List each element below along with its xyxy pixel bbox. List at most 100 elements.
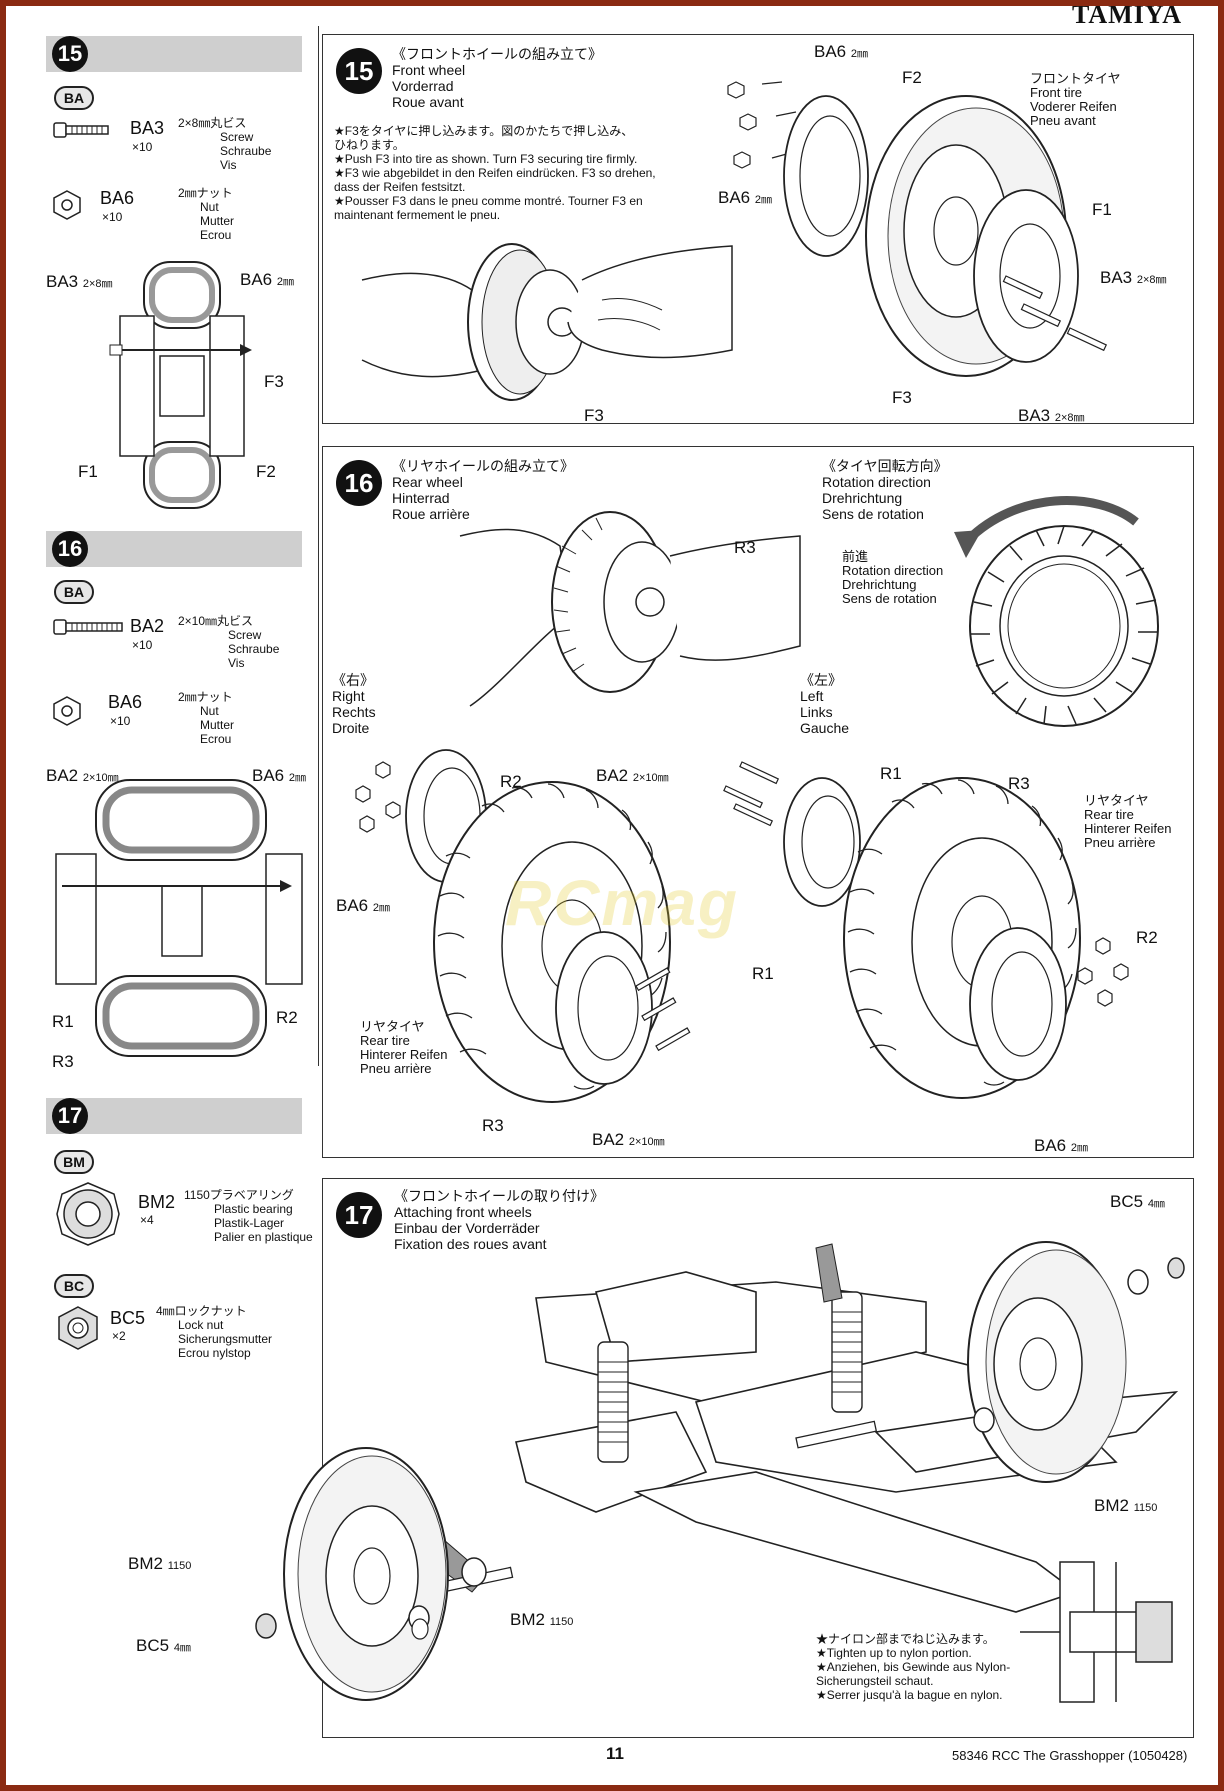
panel15-instructions: ★F3をタイヤに押し込みます。図のかたちで押し込み、 ひねります。 ★Push … [334, 124, 656, 222]
title-fr: Roue arrière [392, 506, 470, 522]
label-ba2-top: BA2 2×10㎜ [596, 766, 669, 785]
diagram-label-ba2: BA2 2×10㎜ [46, 766, 119, 785]
diagram-label-f3: F3 [264, 372, 284, 391]
right-rear-wheel-exploded-illustration [355, 749, 691, 1103]
part-desc-bc5: 4㎜ロックナット Lock nut Sicherungsmutter Ecrou… [156, 1304, 272, 1360]
left-rear-wheel-exploded-illustration [723, 761, 1129, 1099]
part-code-bm2: BM2 [138, 1192, 176, 1212]
nut-icon [53, 190, 81, 220]
rotation-direction-title: 《タイヤ回転方向》 Rotation direction Drehrichtun… [822, 458, 948, 522]
part-name-fr: Vis [228, 656, 245, 670]
chassis-front-wheels-illustration [255, 1241, 1185, 1703]
lock-nut-icon [58, 1306, 98, 1350]
title-en: Attaching front wheels [394, 1204, 532, 1220]
step16-badge: 16 [52, 531, 88, 567]
page-number: 11 [606, 1744, 624, 1763]
rear-tire-label-left: リヤタイヤ Rear tire Hinterer Reifen Pneu arr… [1084, 793, 1172, 850]
part-size-jp: 2×8㎜丸ビス [178, 116, 247, 130]
label-ba3-right: BA3 2×8㎜ [1100, 268, 1167, 287]
part-name-fr: Ecrou [200, 732, 232, 746]
part-name-en: Nut [200, 200, 219, 214]
part-qty-ba2: ×10 [132, 638, 153, 652]
label-bm2-center: BM2 1150 [510, 1610, 574, 1629]
label-r3-right: R3 [482, 1116, 504, 1135]
diagram-label-ba6: BA6 2㎜ [252, 766, 306, 785]
label-bm2-left: BM2 1150 [128, 1554, 192, 1573]
rear-tire-label-right: リヤタイヤ Rear tire Hinterer Reifen Pneu arr… [360, 1019, 448, 1076]
label-r1-left: R1 [880, 764, 902, 783]
part-name-fr: Vis [220, 158, 237, 172]
step17-bag-bm: BM [54, 1150, 94, 1174]
part-name-fr: Ecrou [200, 228, 232, 242]
label-r2-left: R2 [1136, 928, 1158, 947]
panel15-title: 《フロントホイールの組み立て》 Front wheel Vorderrad Ro… [392, 46, 602, 110]
screw-icon [53, 619, 123, 635]
panel17-nylon-note: ★ナイロン部までねじ込みます。 ★Tighten up to nylon por… [816, 1632, 1011, 1702]
label-f3: F3 [892, 388, 912, 407]
step15-badge: 15 [52, 36, 88, 72]
panel15-badge: 15 [336, 48, 382, 94]
label-f2: F2 [902, 68, 922, 87]
diagram-label-f2: F2 [256, 462, 276, 481]
diagram-label-ba6: BA6 2㎜ [240, 270, 294, 289]
nut-icon [53, 696, 81, 726]
front-tire-label: フロントタイヤ Front tire Voderer Reifen Pneu a… [1030, 71, 1121, 128]
label-r2-right: R2 [500, 772, 522, 791]
watermark: RCmag [504, 867, 740, 939]
hands-pushing-tire-illustration [361, 243, 733, 401]
part-name-en: Screw [220, 130, 254, 144]
part-name-de: Mutter [200, 718, 235, 732]
part-desc-ba6: 2㎜ナット Nut Mutter Ecrou [178, 186, 234, 242]
part-qty-bm2: ×4 [140, 1213, 154, 1227]
part-code-ba3: BA3 [130, 118, 165, 138]
left-side-label: 《左》 Left Links Gauche [800, 672, 850, 736]
step17-bag-bc: BC [54, 1274, 94, 1298]
part-code-ba6: BA6 [108, 692, 143, 712]
title-en: Front wheel [392, 62, 466, 78]
label-f1: F1 [1092, 200, 1112, 219]
title-de: Hinterrad [392, 490, 450, 506]
label-r1-right: R1 [752, 964, 774, 983]
title-de: Vorderrad [392, 78, 454, 94]
part-name-fr: Ecrou nylstop [178, 1346, 251, 1360]
forward-label: 前進 Rotation direction Drehrichtung Sens … [842, 549, 944, 606]
part-desc-bm2: 1150プラベアリング Plastic bearing Plastik-Lage… [184, 1188, 313, 1244]
step15-header-bar [46, 36, 302, 72]
front-wheel-cross-section-diagram [109, 261, 252, 509]
part-size-jp: 1150プラベアリング [184, 1188, 294, 1202]
diagram-label-r3: R3 [52, 1052, 74, 1071]
part-name-en: Screw [228, 628, 262, 642]
step16-header-bar [46, 531, 302, 567]
step16-bag-label: BA [54, 580, 94, 604]
panel16-title: 《リヤホイールの組み立て》 Rear wheel Hinterrad Roue … [392, 458, 574, 522]
title-de: Einbau der Vorderräder [394, 1220, 540, 1236]
part-name-en: Nut [200, 704, 219, 718]
title-fr: Fixation des roues avant [394, 1236, 547, 1252]
part-size-jp: 2㎜ナット [178, 186, 233, 200]
front-wheel-exploded-illustration [727, 81, 1108, 377]
label-f3-hands: F3 [584, 406, 604, 425]
part-size-jp: 2㎜ナット [178, 690, 233, 704]
label-ba6-left: BA6 2㎜ [718, 188, 772, 207]
label-ba6-left: BA6 2㎜ [1034, 1136, 1088, 1155]
hands-holding-rear-tire-illustration [459, 511, 801, 707]
panel17-badge: 17 [336, 1192, 382, 1238]
part-qty-bc5: ×2 [112, 1329, 126, 1343]
title-en: Rear wheel [392, 474, 463, 490]
part-name-fr: Palier en plastique [214, 1230, 313, 1244]
brand-logo: TAMIYA [1071, 0, 1182, 29]
screw-icon [53, 122, 109, 138]
title-fr: Roue avant [392, 94, 464, 110]
part-code-bc5: BC5 [110, 1308, 146, 1328]
part-qty-ba3: ×10 [132, 140, 153, 154]
diagram-label-r2: R2 [276, 1008, 298, 1027]
part-size-jp: 2×10㎜丸ビス [178, 614, 254, 628]
part-desc-ba2: 2×10㎜丸ビス Screw Schraube Vis [178, 614, 279, 670]
footer-reference: 58346 RCC The Grasshopper (1050428) [952, 1748, 1188, 1763]
panel17-title: 《フロントホイールの取り付け》 Attaching front wheels E… [394, 1188, 604, 1252]
diagram-label-r1: R1 [52, 1012, 74, 1031]
part-desc-ba3: 2×8㎜丸ビス Screw Schraube Vis [178, 116, 271, 172]
bearing-icon [56, 1182, 120, 1246]
right-side-label: 《右》 Right Rechts Droite [332, 672, 376, 736]
title-jp: 《フロントホイールの組み立て》 [392, 46, 602, 62]
